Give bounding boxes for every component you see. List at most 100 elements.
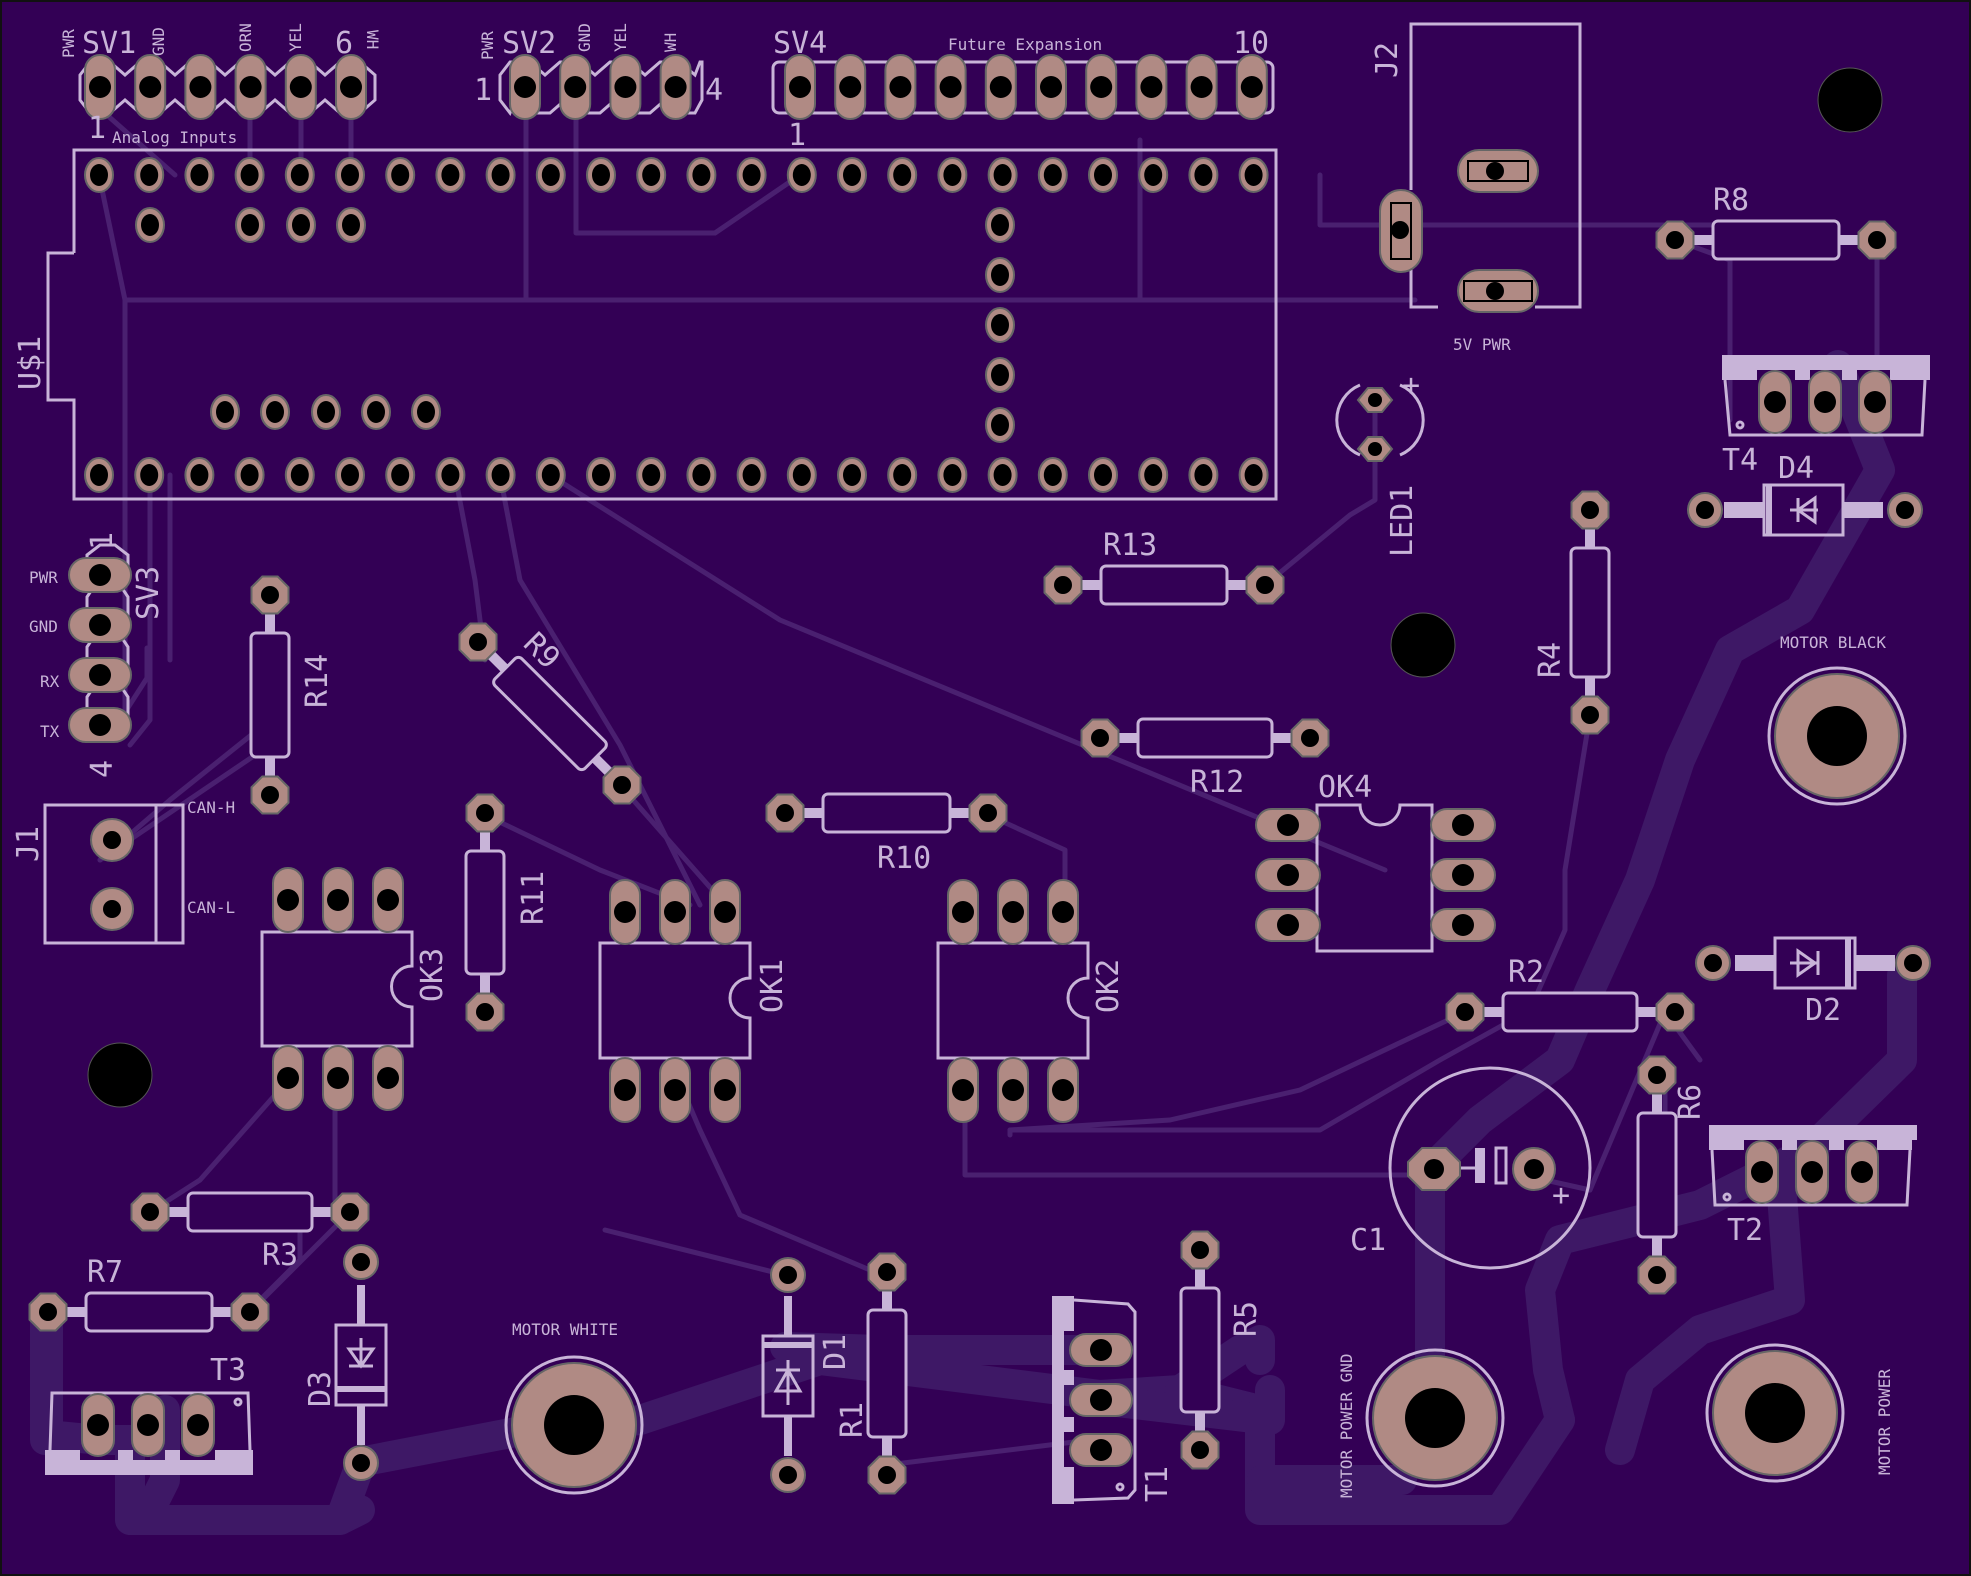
mounting-hole [87, 1042, 153, 1108]
pin-last-label: 4 [85, 760, 120, 778]
transistor-t1[interactable]: T1 [1052, 1296, 1175, 1504]
pad [465, 793, 505, 833]
transistor-t4[interactable]: T4 [1722, 355, 1930, 478]
resistor-label-r12: R12 [1190, 765, 1244, 800]
pad [28, 1292, 68, 1332]
module-pin [286, 207, 316, 243]
resistor[interactable] [1636, 1055, 1678, 1295]
pad [1235, 54, 1268, 120]
terminal-motor-power[interactable]: MOTOR POWER [1705, 1343, 1894, 1483]
terminal-label: MOTOR WHITE [512, 1320, 618, 1339]
terminal-motor-black[interactable]: MOTOR BLACK [1767, 633, 1907, 806]
pad [230, 1292, 270, 1332]
pin-label-pwr: PWR [29, 568, 58, 587]
pad [1255, 908, 1321, 942]
pin-label-can-l: CAN-L [187, 898, 235, 917]
transistor-t2[interactable]: T2 [1709, 1125, 1917, 1248]
pin-label-gnd: GND [575, 23, 594, 52]
pin-label-can-h: CAN-H [187, 798, 235, 817]
terminal-motor-power-gnd[interactable]: MOTOR POWER GND [1337, 1348, 1505, 1498]
resistor[interactable] [249, 575, 291, 815]
resistor-label-r4: R4 [1533, 642, 1568, 678]
module-pin [485, 457, 516, 493]
resistor[interactable] [1043, 564, 1285, 606]
pad [272, 867, 304, 933]
connector-j2[interactable]: J2 5V PWR [1370, 22, 1582, 354]
resistor-label-r8: R8 [1713, 183, 1749, 218]
module-pin [134, 457, 165, 493]
resistor[interactable] [1655, 219, 1897, 261]
optocoupler-ok4[interactable]: OK4 [1255, 770, 1496, 953]
pin-label-yel: YEL [611, 23, 630, 52]
header-sv3[interactable]: SV3 1 4 PWR GND RX TX [29, 532, 166, 778]
module-pin [1037, 457, 1068, 493]
module-pin [385, 457, 416, 493]
led-label: LED1 [1385, 485, 1420, 557]
pin-label-pwr: PWR [59, 29, 78, 58]
connector-j1[interactable]: J1 CAN-H CAN-L [11, 798, 235, 945]
resistor[interactable] [1569, 490, 1611, 735]
diode-d2[interactable]: D2 [1695, 936, 1931, 1028]
module-pin [284, 157, 315, 193]
diode-label: D3 [303, 1371, 338, 1407]
optocoupler-ok2[interactable]: OK2 [936, 879, 1126, 1123]
pad [867, 1455, 907, 1495]
pad [68, 607, 132, 643]
pad [1858, 370, 1892, 434]
optocoupler-ok1[interactable]: OK1 [598, 879, 790, 1123]
resistor[interactable] [1445, 991, 1695, 1033]
pad [1255, 808, 1321, 842]
pad [372, 1045, 404, 1111]
terminal-motor-white[interactable]: MOTOR WHITE [504, 1320, 644, 1495]
module-pin [786, 457, 817, 493]
resistor[interactable] [866, 1252, 908, 1495]
capacitor-c1[interactable]: + C1 [1350, 1066, 1592, 1270]
resistor[interactable] [28, 1291, 270, 1333]
resistor-label-r14: R14 [300, 654, 335, 708]
module-pin [84, 457, 114, 493]
pin-first-label: 1 [474, 73, 492, 108]
capacitor-pad [1407, 1147, 1461, 1191]
resistor[interactable] [765, 792, 1008, 834]
transistor-label: T1 [1140, 1466, 1175, 1502]
group-label-analog-inputs: Analog Inputs [112, 128, 237, 147]
header-sv2[interactable]: SV2 1 4 PWR GND YEL WH [474, 23, 723, 120]
optocoupler-ok3[interactable]: OK3 [260, 867, 450, 1111]
module-u1[interactable]: U$1 [13, 148, 1278, 501]
module-pin [311, 394, 341, 430]
diode-pad [770, 1257, 806, 1293]
pad [284, 54, 317, 120]
header-sv4[interactable]: SV4 1 10 Future Expansion [771, 26, 1275, 153]
diode-d4[interactable]: D4 [1687, 451, 1923, 537]
module-pin [336, 207, 366, 243]
resistor[interactable] [458, 622, 642, 805]
pad [465, 992, 505, 1032]
module-pin [184, 157, 215, 193]
pad [1655, 992, 1695, 1032]
resistor-label-r2: R2 [1508, 955, 1544, 990]
pad [372, 867, 404, 933]
resistor[interactable] [464, 793, 506, 1032]
pad [1085, 54, 1118, 120]
pad [709, 879, 741, 945]
capacitor-pad [1512, 1147, 1556, 1191]
pad [68, 707, 132, 743]
resistor[interactable] [130, 1191, 370, 1233]
resistor[interactable] [1080, 717, 1330, 759]
module-pin [235, 207, 265, 243]
resistor[interactable] [1179, 1230, 1221, 1470]
led-led1[interactable]: + LED1 [1335, 368, 1425, 557]
led-pad [1356, 387, 1394, 413]
transistor-label: T2 [1727, 1213, 1763, 1248]
pin-label-yel: YEL [286, 23, 305, 52]
header-sv1[interactable]: SV1 6 1 PWR GND ORN YEL WH [59, 23, 382, 146]
pad [559, 54, 592, 120]
module-pin [736, 457, 767, 493]
module-pin [435, 457, 466, 493]
polarity-mark: + [1552, 1178, 1570, 1213]
transistor-t3[interactable]: T3 [45, 1353, 253, 1475]
pad [1180, 1430, 1220, 1470]
diode-d1[interactable]: D1 [761, 1257, 853, 1493]
diode-d3[interactable]: D3 [303, 1244, 388, 1481]
